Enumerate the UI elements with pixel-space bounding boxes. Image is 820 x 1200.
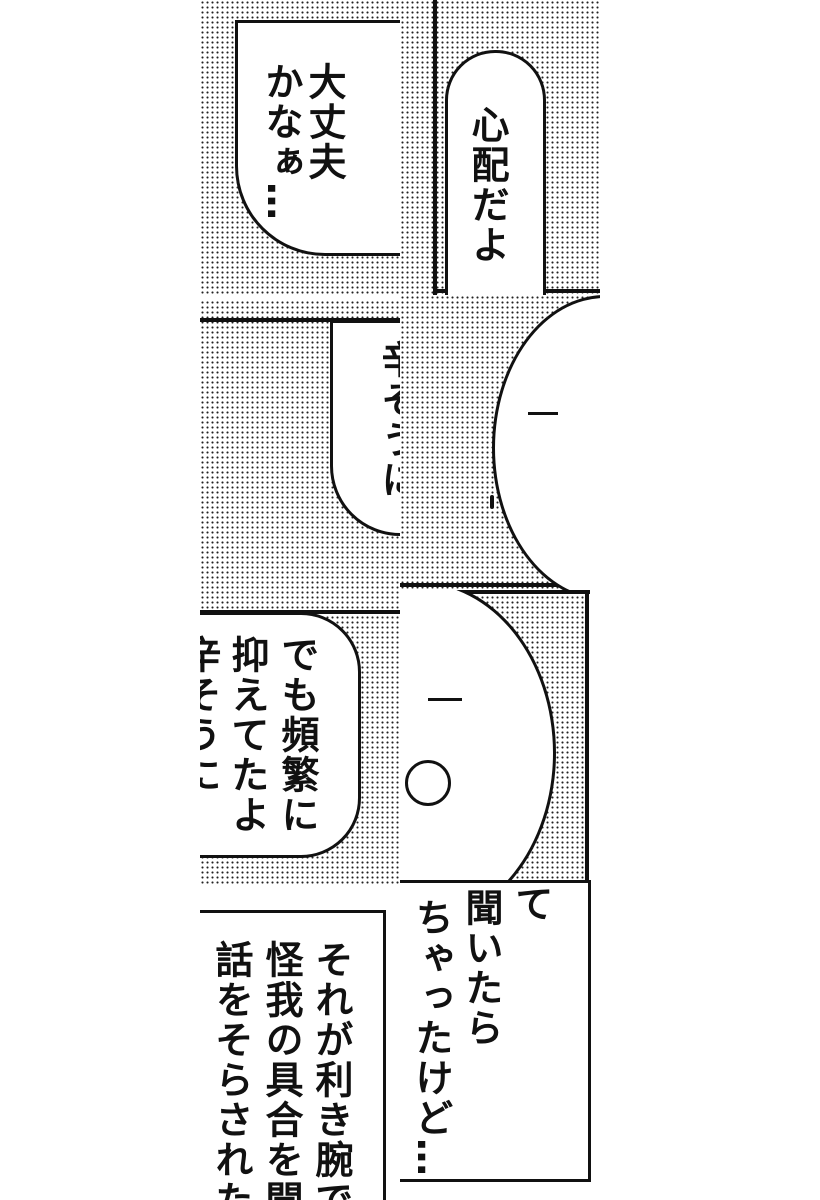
dialogue-line: 心配だよ: [465, 105, 509, 265]
speech-bubble: [445, 50, 546, 295]
narration-line: 怪我の具合を聞: [259, 940, 303, 1200]
speech-bubble: [330, 320, 400, 536]
panel-2: 心配だよ: [400, 0, 600, 295]
speech-bubble: [200, 612, 361, 858]
dialogue-line: 抑えてたよ: [225, 635, 269, 835]
character-face: [492, 295, 600, 590]
character-hand: [405, 760, 451, 806]
panel-border: [400, 590, 590, 594]
character-face: [400, 590, 556, 885]
dialogue-line: 大丈夫: [302, 62, 346, 182]
sweat-drop: [490, 495, 494, 509]
panel-8: て 聞いたら ちゃったけど…: [400, 880, 592, 1185]
dialogue-line: でも頻繁に: [275, 635, 319, 835]
panel-border: [400, 583, 600, 587]
panel-6: [400, 590, 590, 885]
panel-border: [200, 318, 400, 322]
dialogue-line: 辛そうに: [375, 340, 400, 500]
character-eye: [528, 412, 558, 415]
character-eye: [428, 698, 462, 701]
narration-line: それが利き腕で: [309, 940, 353, 1200]
dialogue-line: 辛そうに: [200, 635, 221, 795]
panel-7: それが利き腕で 怪我の具合を聞 話をそらされた: [200, 910, 390, 1200]
narration-box: [400, 880, 591, 1182]
panel-3: 辛そうに: [200, 300, 400, 590]
narration-box: [200, 910, 386, 1200]
narration-line: ちゃったけど…: [409, 898, 453, 1178]
dialogue-line: かなぁ…: [259, 62, 303, 222]
narration-line: て: [509, 884, 553, 924]
narration-line: 話をそらされた: [209, 940, 253, 1200]
narration-line: 聞いたら: [459, 888, 503, 1048]
panel-border: [433, 0, 437, 295]
panel-border: [585, 590, 589, 885]
speech-box: [235, 20, 400, 256]
panel-1: 大丈夫 かなぁ…: [200, 0, 400, 295]
panel-5: でも頻繁に 抑えてたよ 辛そうに: [200, 590, 400, 885]
panel-4: [400, 295, 600, 590]
